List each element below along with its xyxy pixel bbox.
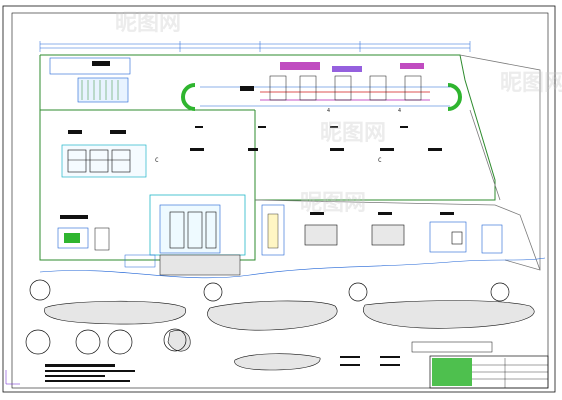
watermark: 昵图网 昵图网 昵图网 昵图网 bbox=[115, 11, 562, 216]
terrain-profile bbox=[39, 257, 546, 279]
track-label-2: 4 bbox=[398, 108, 401, 114]
top-dimension-lines bbox=[39, 41, 471, 52]
watermark-text-4: 昵图网 bbox=[500, 71, 562, 96]
inner-frame bbox=[11, 12, 549, 389]
right-area-label: C bbox=[378, 157, 382, 164]
drawing-frame bbox=[2, 5, 556, 393]
detail-circles bbox=[25, 279, 510, 355]
top-left-building bbox=[49, 57, 131, 103]
equipment-detail-left bbox=[61, 130, 147, 178]
watermark-text-3: 昵图网 bbox=[300, 191, 366, 216]
road-outline bbox=[254, 54, 541, 271]
ucs-axis-icon bbox=[5, 370, 20, 385]
site-outline bbox=[39, 54, 496, 261]
legend-block bbox=[45, 356, 400, 382]
title-block bbox=[411, 341, 549, 389]
top-track-section: 4 4 bbox=[181, 62, 462, 114]
watermark-text-1: 昵图网 bbox=[115, 11, 181, 36]
bottom-profiles bbox=[44, 300, 535, 371]
track-label-1: 4 bbox=[327, 108, 330, 114]
left-area-label: C bbox=[155, 157, 159, 164]
watermark-text-2: 昵图网 bbox=[320, 121, 386, 146]
annotation-marks bbox=[190, 126, 442, 151]
central-building-section bbox=[57, 194, 285, 276]
right-section-details bbox=[304, 212, 503, 254]
